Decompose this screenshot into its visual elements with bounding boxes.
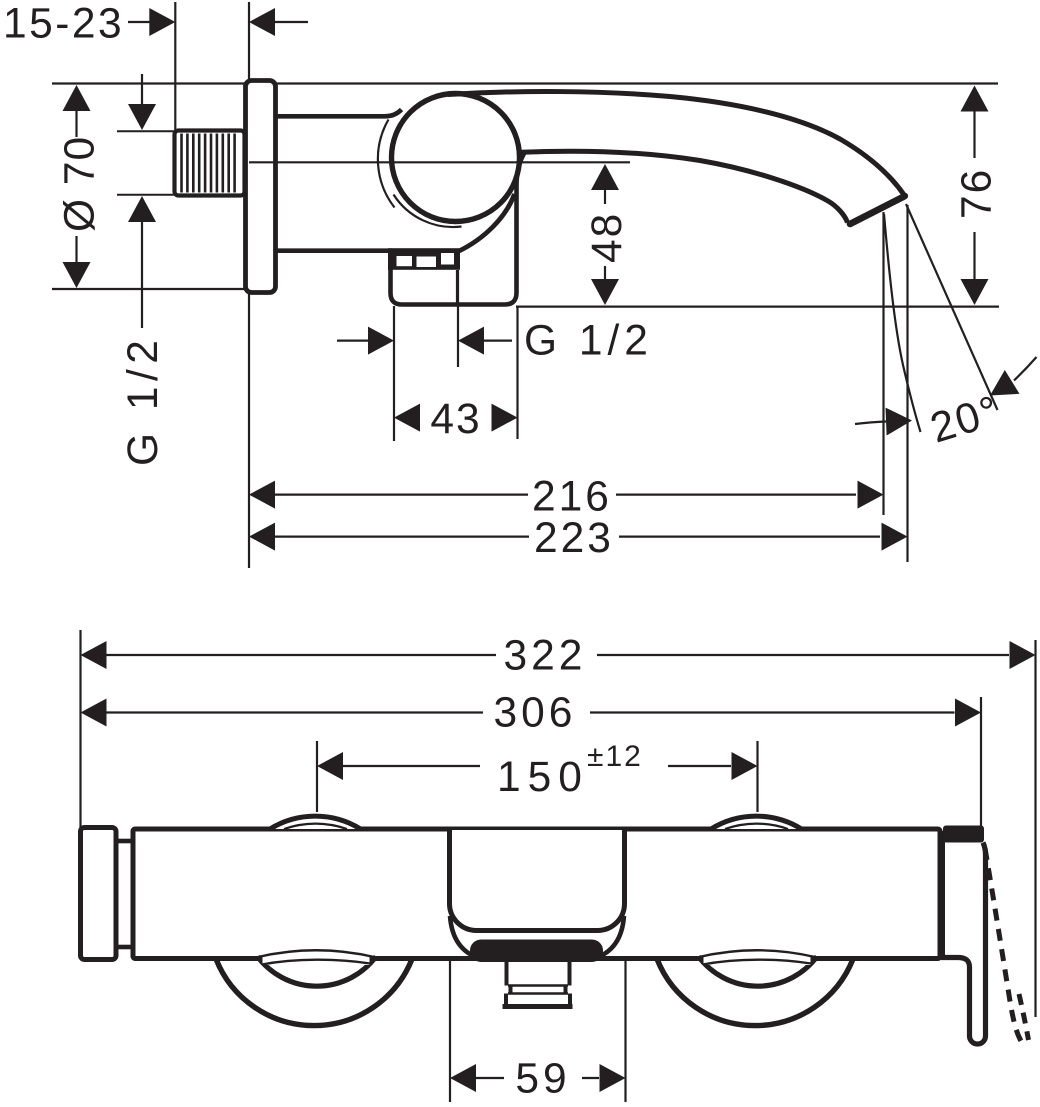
- svg-text:Ø 70: Ø 70: [57, 136, 104, 232]
- svg-text:76: 76: [954, 168, 1001, 219]
- svg-text:G 1/2: G 1/2: [524, 318, 653, 365]
- svg-text:±12: ±12: [587, 740, 643, 773]
- svg-text:216: 216: [532, 474, 612, 521]
- svg-text:223: 223: [534, 515, 614, 562]
- svg-text:15-23: 15-23: [3, 1, 124, 48]
- svg-text:306: 306: [494, 690, 577, 737]
- svg-text:322: 322: [504, 633, 587, 680]
- svg-text:G 1/2: G 1/2: [120, 335, 167, 466]
- svg-text:59: 59: [515, 1056, 570, 1103]
- svg-text:43: 43: [430, 396, 481, 443]
- svg-text:150: 150: [497, 754, 589, 801]
- svg-text:48: 48: [584, 212, 631, 263]
